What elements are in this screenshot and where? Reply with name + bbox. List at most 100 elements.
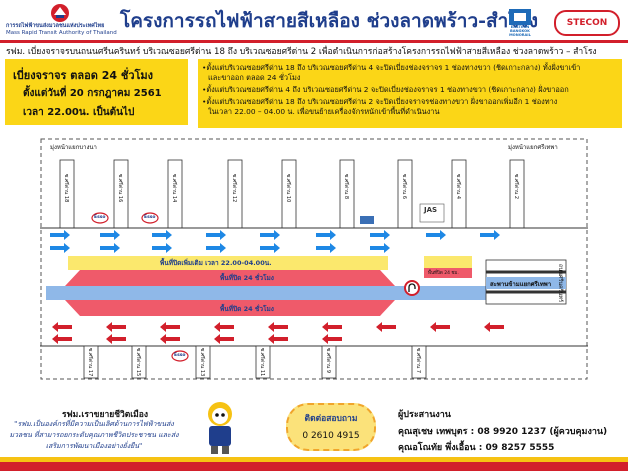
arrow-left-icon: [322, 334, 342, 344]
footer-stripe-red: [0, 462, 628, 471]
notice-date: ตั้งแต่วันที่ 20 กรกฎาคม 2561: [23, 88, 162, 99]
zone-24h-lower: [65, 300, 395, 316]
org-name-th: การรถไฟฟ้าขนส่งมวลชนแห่งประเทศไทย: [6, 23, 105, 29]
soi-street: [83, 345, 99, 379]
zone-24h-upper: [65, 270, 395, 286]
arrow-left-icon: [376, 322, 396, 332]
note-line: •ตั้งแต่บริเวณซอยศรีด่าน 4 ถึง บริเวณซอย…: [202, 85, 569, 94]
arrow-right-icon: [152, 243, 172, 253]
median-band: [46, 286, 486, 300]
slogan-text: "รฟม.เป็นองค์กรที่มีความเป็นเลิศด้านการไ…: [9, 420, 179, 450]
header-bar: การรถไฟฟ้าขนส่งมวลชนแห่งประเทศไทย Mass R…: [0, 0, 628, 43]
landmark-label: JAS: [424, 206, 438, 214]
soi-bottom-streets: [83, 345, 427, 379]
arrow-left-icon: [106, 334, 126, 344]
esso-logo-icon: [171, 350, 189, 362]
note-line: •ตั้งแต่บริเวณซอยศรีด่าน 18 ถึง บริเวณซอ…: [202, 97, 558, 106]
contact-phone[interactable]: 0 2610 4915: [302, 431, 360, 441]
arrow-left-icon: [214, 322, 234, 332]
arrow-right-icon: [480, 230, 500, 240]
partner-ebm-label: EASTERN BANGKOK MONORAIL: [509, 25, 531, 37]
ebm-logo: EASTERN BANGKOK MONORAIL: [505, 8, 535, 37]
soi-street: [321, 345, 337, 379]
soi-label: ซ.ศรีด่าน 13: [199, 348, 205, 377]
coordinator-2: คุณอโณทัย พึ่งเอื้อน : 09 8257 5555: [398, 443, 555, 453]
notes-box: •ตั้งแต่บริเวณซอยศรีด่าน 18 ถึง บริเวณซอ…: [198, 59, 622, 128]
soi-label: ซ.ศรีด่าน 11: [259, 348, 265, 377]
arrow-left-icon: [322, 322, 342, 332]
traffic-map-svg: [40, 138, 588, 380]
arrow-left-icon: [268, 322, 288, 332]
label-zone-24-top: พื้นที่ปิด 24 ชั่วโมง: [220, 274, 274, 282]
zone-24h-small: [424, 268, 472, 278]
label-small-zone: พื้นที่ปิด 24 ชม.: [428, 271, 459, 276]
soi-label: ซ.ศรีด่าน 7: [415, 348, 421, 374]
soi-label: ซ.ศรีด่าน 2: [513, 174, 519, 200]
subtitle: รฟม. เบี่ยงจราจรบนถนนศรีนครินทร์ บริเวณซ…: [6, 47, 597, 57]
arrow-right-icon: [50, 243, 70, 253]
mrta-logo: การรถไฟฟ้าขนส่งมวลชนแห่งประเทศไทย Mass R…: [6, 3, 118, 37]
arrow-right-icon: [426, 230, 446, 240]
soi-label: ซ.ศรีด่าน 17: [87, 348, 93, 377]
u-turn-glyph: [408, 283, 416, 292]
arrow-right-icon: [260, 230, 280, 240]
notice-time: เวลา 22.00น. เป็นต้นไป: [23, 107, 135, 118]
no-u-turn-icon: [404, 280, 420, 296]
soi-label: ซ.ศรีด่าน 8: [343, 174, 349, 200]
soi-label: ซ.ศรีด่าน 14: [171, 174, 177, 203]
arrow-left-icon: [160, 334, 180, 344]
arrow-right-icon: [316, 243, 336, 253]
soi-label: ซ.ศรีด่าน 4: [455, 174, 461, 200]
arrow-left-icon: [268, 334, 288, 344]
note-line: ในเวลา 22.00 – 04.00 น. เพื่อขนย้ายเครื่…: [208, 107, 440, 116]
org-name-en: Mass Rapid Transit Authority of Thailand: [6, 30, 117, 36]
mascot-image: [195, 398, 245, 456]
esso-logo-icon: [141, 212, 159, 224]
arrows-top: [50, 230, 500, 253]
footer-stripe-yellow: [0, 457, 628, 462]
arrow-left-icon: [484, 322, 504, 332]
contact-box: ติดต่อสอบถาม 0 2610 4915: [286, 403, 376, 451]
label-bridge: สะพานข้ามแยกศรีเทพา: [490, 281, 552, 288]
arrow-right-icon: [100, 243, 120, 253]
note-line: •ตั้งแต่บริเวณซอยศรีด่าน 18 ถึง บริเวณซอ…: [202, 63, 581, 72]
label-zone-night: พื้นที่ปิดเพิ่มเติม เวลา 22.00-04.00น.: [160, 259, 272, 267]
arrow-left-icon: [52, 322, 72, 332]
coordinator-1: คุณสุเชษ เทพบุตร : 08 9920 1237 (ผู้ควบค…: [398, 427, 608, 437]
soi-street: [255, 345, 271, 379]
notice-headline: เบี่ยงจราจร ตลอด 24 ชั่วโมง: [13, 69, 154, 82]
landmarks: [91, 203, 445, 362]
landmark-label: Esso: [144, 215, 156, 220]
soi-street: [195, 345, 211, 379]
stecon-logo: STECON: [554, 10, 620, 36]
label-zone-24-bottom: พื้นที่ปิด 24 ชั่วโมง: [220, 305, 274, 313]
label-top-left: มุ่งหน้าแยกบางนา: [50, 144, 97, 151]
arrow-right-icon: [206, 230, 226, 240]
arrow-left-icon: [430, 322, 450, 332]
coordinator-title: ผู้ประสานงาน: [398, 410, 451, 420]
soi-label: ซ.ศรีด่าน 12: [231, 174, 237, 203]
map-border: [40, 138, 588, 380]
soi-label: ซ.ศรีด่าน 15: [135, 348, 141, 377]
bridge-deck: [486, 277, 566, 289]
mascot-icon: [208, 402, 232, 454]
arrow-right-icon: [260, 243, 280, 253]
soi-label: ซ.ศรีด่าน 18: [63, 174, 69, 203]
arrow-left-icon: [160, 322, 180, 332]
arrow-left-icon: [214, 334, 234, 344]
soi-label: ซ.ศรีด่าน 6: [401, 174, 407, 200]
note-line: และขาออก ตลอด 24 ชั่วโมง: [208, 73, 301, 82]
label-right-road: ถนนศรีนครินทร์: [557, 264, 563, 303]
contact-title: ติดต่อสอบถาม: [304, 414, 358, 424]
soi-street: [131, 345, 147, 379]
page-title: โครงการรถไฟฟ้าสายสีเหลือง ช่วงลาดพร้าว-ส…: [120, 10, 538, 32]
arrow-left-icon: [52, 334, 72, 344]
arrows-bottom: [52, 322, 504, 344]
arrow-right-icon: [152, 230, 172, 240]
arrow-right-icon: [370, 243, 390, 253]
label-top-right: มุ่งหน้าแยกศรีเทพา: [508, 144, 558, 151]
zone-night-area: [68, 256, 388, 270]
arrow-right-icon: [370, 230, 390, 240]
slogan-title: รฟม.เราขยายชีวิตเมือง: [62, 410, 149, 420]
soi-label: ซ.ศรีด่าน 10: [285, 174, 291, 203]
